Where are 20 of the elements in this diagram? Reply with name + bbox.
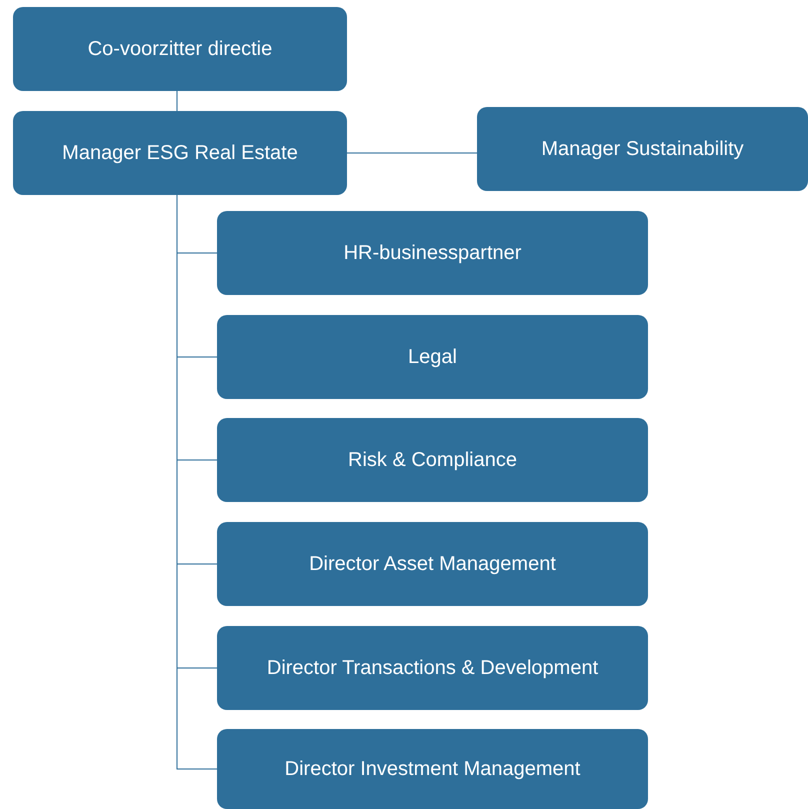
role-title: Co-voorzitter directie (88, 38, 272, 60)
role-title: Risk & Compliance (348, 448, 517, 472)
role-box (477, 107, 808, 191)
connector-line (346, 152, 478, 154)
connector-line (176, 90, 178, 112)
role-title: Director Asset Management (309, 552, 556, 576)
role-title: Manager Sustainability (541, 138, 744, 160)
role-title: Legal (408, 346, 457, 368)
role-box (217, 315, 648, 399)
role-title: Manager ESG Real Estate (62, 142, 298, 164)
role-box (217, 626, 648, 710)
role-title: HR-businesspartner (344, 242, 522, 264)
role-box (13, 111, 347, 195)
role-title: Director Investment Management (284, 758, 580, 780)
role-box (217, 418, 648, 502)
role-box (13, 7, 347, 91)
role-box (217, 211, 648, 295)
role-title: Director Transactions & Development (266, 656, 598, 680)
role-box (217, 522, 648, 606)
role-box (217, 729, 648, 809)
